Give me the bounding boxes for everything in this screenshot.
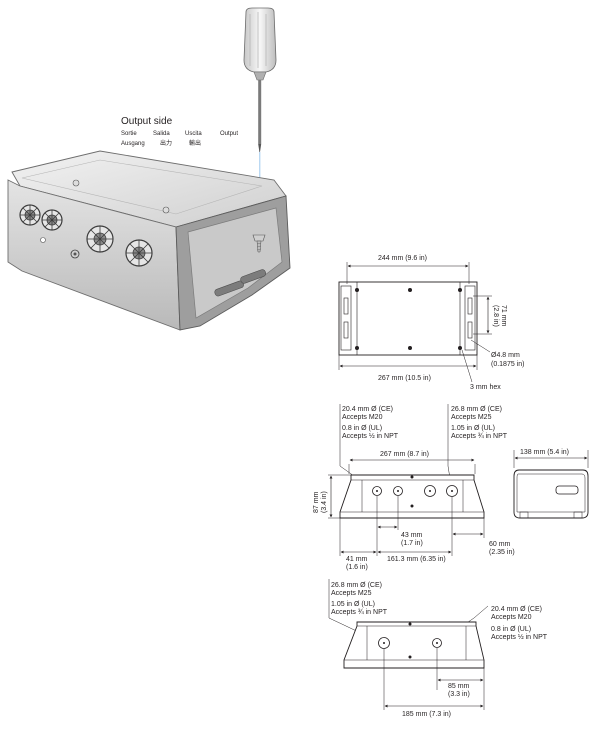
- top-height-mm-label: 71 mm: [500, 305, 507, 327]
- cable-gland-icon: [19, 204, 41, 226]
- front-left-callout-2: Accepts M20: [342, 414, 383, 421]
- front-height-in-label: (3.4 in): [321, 491, 328, 513]
- bottom-left-callout-2: Accepts M25: [331, 590, 372, 597]
- front-right-in-label: (2.35 in): [489, 549, 515, 556]
- front-view-drawing: [328, 404, 485, 556]
- bottom-right-callout-2: Accepts M20: [491, 614, 532, 621]
- front-right-callout-1: 26.8 mm Ø (CE): [451, 406, 502, 413]
- bottom-left-callout-3: 1.05 in Ø (UL): [331, 601, 375, 608]
- top-width-inner-label: 244 mm (9.6 in): [378, 255, 427, 262]
- front-width-label: 267 mm (8.7 in): [380, 451, 429, 458]
- enclosure-3d-illustration: [7, 150, 291, 331]
- bottom-left-callout-4: Accepts ¾ in NPT: [331, 609, 388, 616]
- side-width-label: 138 mm (5.4 in): [520, 449, 569, 456]
- lang-japanese: 出力: [160, 139, 172, 147]
- front-right-callout-4: Accepts ¾ in NPT: [451, 433, 508, 440]
- front-left-callout-4: Accepts ½ in NPT: [342, 432, 399, 440]
- bottom-width-label: 185 mm (7.3 in): [402, 711, 451, 718]
- bottom-right-callout-4: Accepts ½ in NPT: [491, 633, 548, 641]
- cable-gland-icon: [41, 209, 63, 231]
- front-right-callout-2: Accepts M25: [451, 414, 492, 421]
- top-view-drawing: [338, 262, 492, 383]
- top-width-outer-label: 267 mm (10.5 in): [378, 375, 431, 382]
- bottom-view-callouts: 26.8 mm Ø (CE) Accepts M25 1.05 in Ø (UL…: [331, 582, 548, 641]
- vent-plug-icon: [70, 249, 80, 259]
- front-height-mm-label: 87 mm: [313, 491, 320, 513]
- bottom-offset-mm-label: 85 mm: [448, 683, 470, 690]
- front-gap-mm-label: 43 mm: [401, 532, 423, 539]
- front-left-mm-label: 41 mm: [346, 556, 368, 563]
- bottom-left-callout-1: 26.8 mm Ø (CE): [331, 582, 382, 589]
- lang-uscita: Uscita: [185, 131, 202, 137]
- top-height-in-label: (2.8 in): [492, 305, 499, 327]
- cable-gland-icon: [125, 239, 153, 267]
- bottom-offset-in-label: (3.3 in): [448, 691, 470, 698]
- top-hole-mm-label: Ø4.8 mm: [491, 352, 520, 359]
- front-span-label: 161.3 mm (6.35 in): [387, 556, 446, 563]
- lang-ausgang: Ausgang: [121, 141, 145, 147]
- lang-chinese: 輸出: [189, 139, 201, 147]
- lang-sortie: Sortie: [121, 131, 137, 137]
- front-gap-in-label: (1.7 in): [401, 540, 423, 547]
- front-view-callouts: 20.4 mm Ø (CE) Accepts M20 0.8 in Ø (UL)…: [342, 406, 508, 440]
- output-side-title: Output side: [121, 116, 173, 127]
- lang-salida: Salida: [153, 131, 170, 137]
- side-view-drawing: [513, 450, 589, 519]
- front-right-callout-3: 1.05 in Ø (UL): [451, 425, 495, 432]
- front-left-in-label: (1.6 in): [346, 564, 368, 571]
- cable-gland-icon: [86, 225, 114, 253]
- lang-output: Output: [220, 131, 238, 137]
- front-left-callout-3: 0.8 in Ø (UL): [342, 425, 382, 432]
- top-hex-label: 3 mm hex: [470, 384, 501, 391]
- output-side-caption: Output side Sortie Salida Uscita Output …: [121, 116, 238, 147]
- bottom-view-drawing: [328, 579, 489, 710]
- bottom-right-callout-3: 0.8 in Ø (UL): [491, 626, 531, 633]
- front-left-callout-1: 20.4 mm Ø (CE): [342, 406, 393, 413]
- top-hole-in-label: (0.1875 in): [491, 361, 524, 368]
- bottom-right-callout-1: 20.4 mm Ø (CE): [491, 606, 542, 613]
- front-right-mm-label: 60 mm: [489, 541, 511, 548]
